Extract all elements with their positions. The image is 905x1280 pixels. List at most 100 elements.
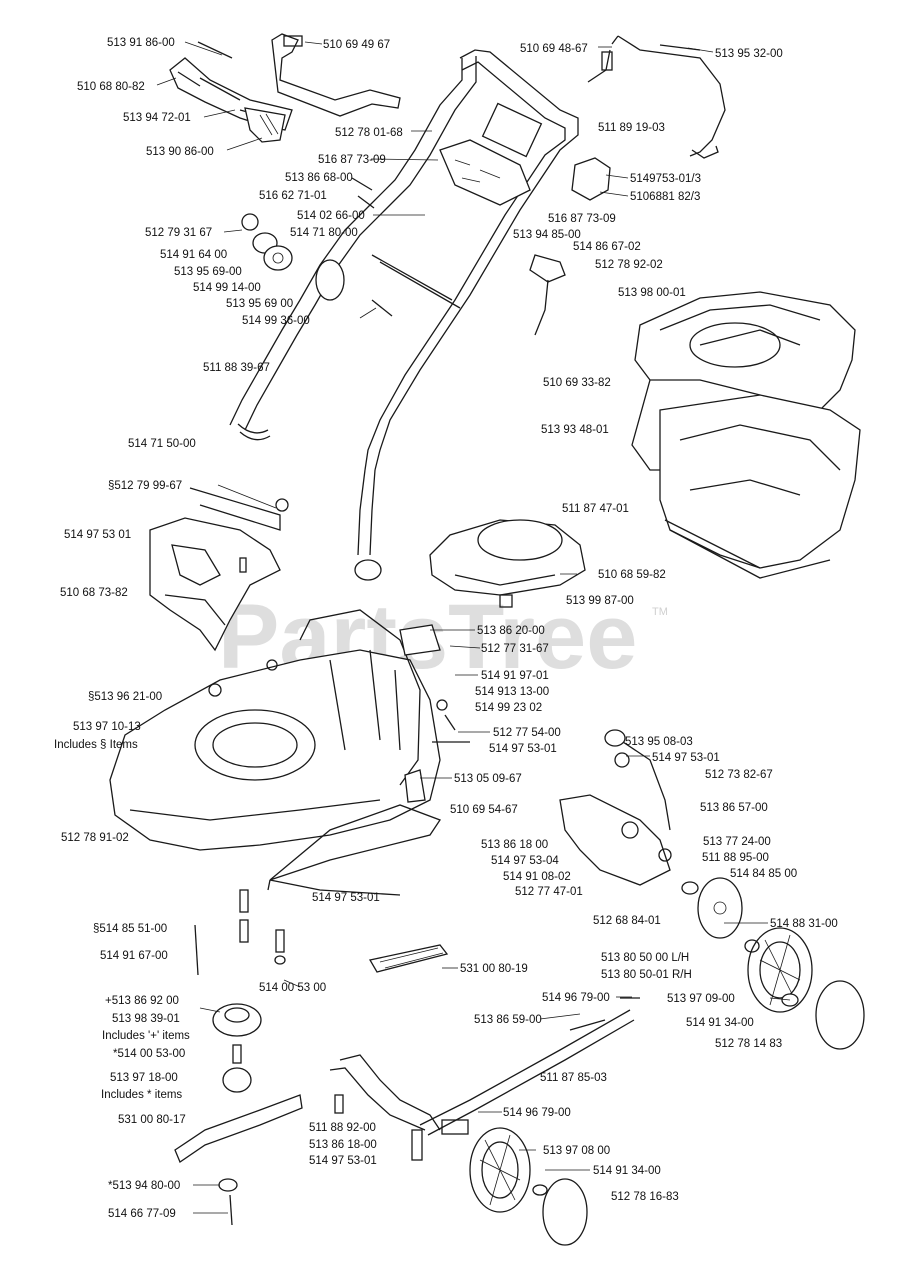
upper-cable — [587, 35, 726, 159]
part-label: 513 97 08 00 — [543, 1145, 610, 1157]
deck-brackets — [267, 624, 470, 896]
part-label: 514 96 79-00 — [503, 1107, 571, 1119]
part-label: 510 69 54-67 — [450, 804, 518, 816]
part-label: §512 79 99-67 — [108, 480, 182, 492]
part-label: 514 91 34-00 — [686, 1017, 754, 1029]
part-label: 512 73 82-67 — [705, 769, 773, 781]
part-label: 510 68 80-82 — [77, 81, 145, 93]
part-label: 513 95 69-00 — [174, 266, 242, 278]
part-label: 513 99 87-00 — [566, 595, 634, 607]
part-label: 510 69 48-67 — [520, 43, 588, 55]
part-label: 514 91 97-01 — [481, 670, 549, 682]
part-label: 514 91 08-02 — [503, 871, 571, 883]
part-label: 512 77 54-00 — [493, 727, 561, 739]
part-label: 512 78 91-02 — [61, 832, 129, 844]
part-label: 514 84 85 00 — [730, 868, 797, 880]
part-label: 512 79 31 67 — [145, 227, 212, 239]
part-label: 513 77 24-00 — [703, 836, 771, 848]
part-label: 512 77 47-01 — [515, 886, 583, 898]
part-label: 514 00 53 00 — [259, 982, 326, 994]
part-label: 514 97 53-04 — [491, 855, 559, 867]
leader-lines — [156, 41, 791, 1214]
rear-deflector — [149, 517, 281, 652]
part-label: Includes '+' items — [102, 1030, 190, 1042]
part-label: 513 98 39-01 — [112, 1013, 180, 1025]
part-label: 514 66 77-09 — [108, 1208, 176, 1220]
part-label: 513 86 20-00 — [477, 625, 545, 637]
part-label: 513 80 50-01 R/H — [601, 969, 692, 981]
handle-grip-cover — [169, 41, 293, 143]
part-label: 514 02 66-00 — [297, 210, 365, 222]
part-label: 513 94 72-01 — [123, 112, 191, 124]
part-label: 514 97 53-01 — [309, 1155, 377, 1167]
part-label: 511 88 39-67 — [203, 362, 270, 374]
part-label: *513 94 80-00 — [108, 1180, 180, 1192]
part-label: 514 97 53 01 — [64, 529, 131, 541]
mower-deck — [109, 609, 441, 851]
part-label: 513 86 59-00 — [474, 1014, 542, 1026]
part-label: 510 68 59-82 — [598, 569, 666, 581]
part-label: 514 91 64 00 — [160, 249, 227, 261]
part-label: 511 88 92-00 — [309, 1122, 376, 1134]
part-label: 513 97 10-13 — [73, 721, 141, 733]
part-label: 514 91 67-00 — [100, 950, 168, 962]
part-labels: 513 91 86-00 510 68 80-82 513 94 72-01 5… — [54, 37, 838, 1220]
part-label: 5106881 82/3 — [630, 191, 700, 203]
discharge-cover — [429, 519, 586, 608]
part-drawings — [109, 33, 865, 1246]
part-label: 513 91 86-00 — [107, 37, 175, 49]
blade-spindle — [174, 889, 303, 1226]
part-label: *514 00 53-00 — [113, 1048, 185, 1060]
part-label: 514 96 79-00 — [542, 992, 610, 1004]
lower-handle-tube — [189, 469, 382, 581]
part-label: 531 00 80-17 — [118, 1114, 186, 1126]
part-label: 513 05 09-67 — [454, 773, 522, 785]
part-label: 516 62 71-01 — [259, 190, 327, 202]
part-label: 510 68 73-82 — [60, 587, 128, 599]
watermark-trademark: TM — [652, 606, 668, 618]
part-label: Includes § Items — [54, 739, 138, 751]
part-label: 513 86 18 00 — [481, 839, 548, 851]
part-label: 514 91 34-00 — [593, 1165, 661, 1177]
part-label: 512 77 31-67 — [481, 643, 549, 655]
grass-catcher — [631, 291, 861, 579]
height-adjuster — [559, 729, 743, 939]
part-label: 514 99 23 02 — [475, 702, 542, 714]
part-label: §513 96 21-00 — [88, 691, 162, 703]
part-label: 513 95 08-03 — [625, 736, 693, 748]
part-label: 5149753-01/3 — [630, 173, 701, 185]
rear-wheel-right — [744, 927, 865, 1050]
part-label: §514 85 51-00 — [93, 923, 167, 935]
upper-handle — [229, 49, 611, 471]
part-label: 531 00 80-19 — [460, 963, 528, 975]
part-label: 516 87 73-09 — [548, 213, 616, 225]
part-label: 512 78 01-68 — [335, 127, 403, 139]
part-label: Includes * items — [101, 1089, 182, 1101]
drive-belt — [368, 944, 449, 973]
part-label: 514 97 53-01 — [489, 743, 557, 755]
part-label: 511 87 47-01 — [562, 503, 629, 515]
part-label: 513 86 57-00 — [700, 802, 768, 814]
part-label: 510 69 33-82 — [543, 377, 611, 389]
part-label: 511 87 85-03 — [540, 1072, 607, 1084]
part-label: +513 86 92 00 — [105, 995, 179, 1007]
part-label: 516 87 73-09 — [318, 154, 386, 166]
part-label: 514 97 53-01 — [312, 892, 380, 904]
part-label: 513 95 69 00 — [226, 298, 293, 310]
part-label: 513 86 68-00 — [285, 172, 353, 184]
part-label: 514 99 14-00 — [193, 282, 261, 294]
part-label: 514 88 31-00 — [770, 918, 838, 930]
part-label: 514 913 13-00 — [475, 686, 549, 698]
part-label: 511 88 95-00 — [702, 852, 769, 864]
part-label: 514 97 53-01 — [652, 752, 720, 764]
part-label: 514 71 50-00 — [128, 438, 196, 450]
cable-rod — [271, 33, 401, 117]
part-label: 513 97 18-00 — [110, 1072, 178, 1084]
part-label: 513 86 18-00 — [309, 1139, 377, 1151]
part-label: 514 86 67-02 — [573, 241, 641, 253]
part-label: 513 90 86-00 — [146, 146, 214, 158]
part-label: 514 71 80-00 — [290, 227, 358, 239]
part-label: 513 94 85-00 — [513, 229, 581, 241]
part-label: 514 99 36-00 — [242, 315, 310, 327]
